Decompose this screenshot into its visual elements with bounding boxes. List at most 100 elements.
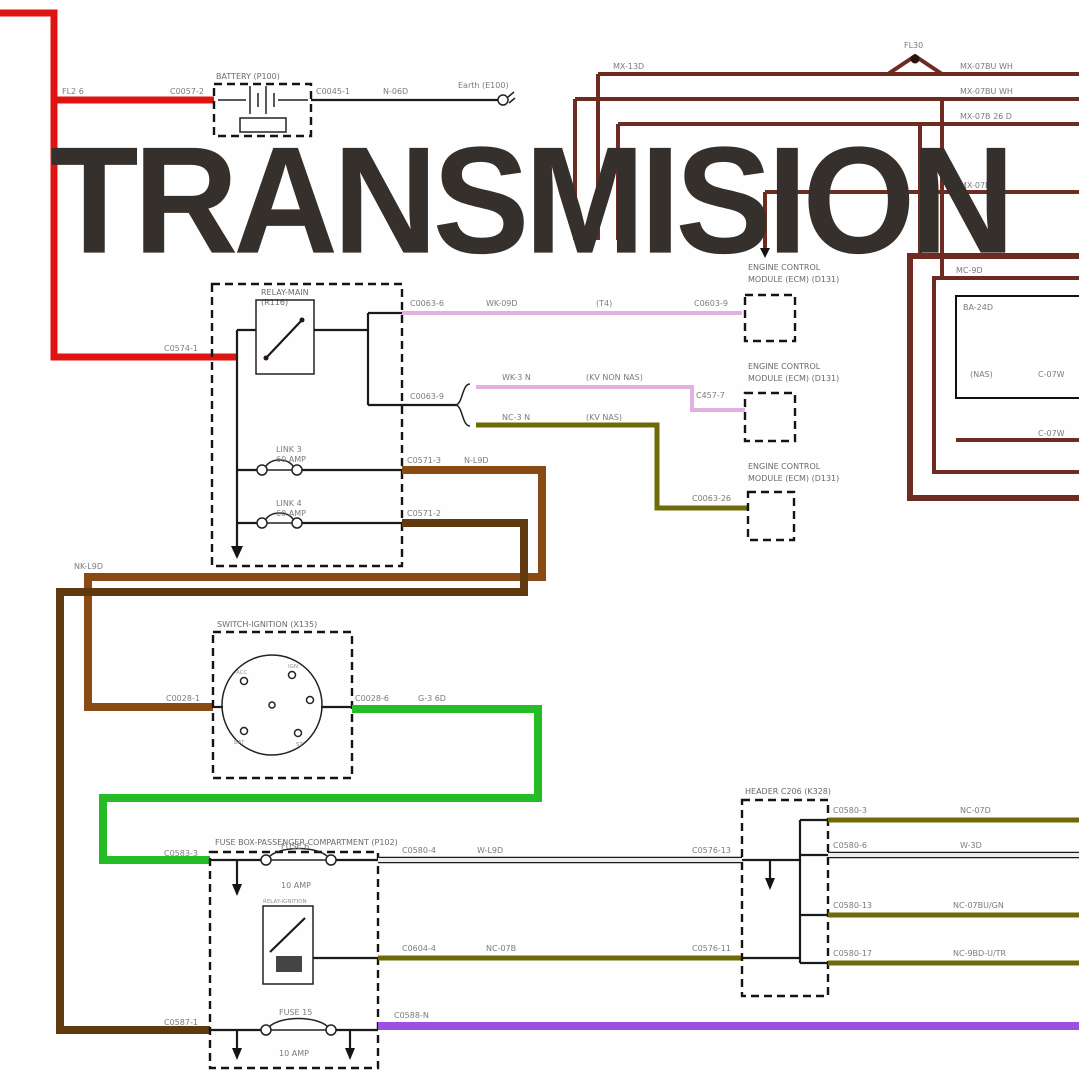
ecm-signal-wires: C0063-6 WK-09D (T4) C0603-9 C0063-9 WK-3…	[402, 299, 748, 511]
label-term-bat: BAT	[234, 740, 245, 746]
int-relay-blade	[269, 917, 306, 953]
label-term-ign: IGN	[288, 664, 298, 670]
ignition-term-5	[239, 726, 249, 736]
label-fusebox-conn-top: C0583-3	[164, 849, 198, 858]
label-term-acc: ACC	[236, 670, 248, 676]
label-hout4-wire: NC-9BD-U/TR	[953, 949, 1007, 958]
brown-wire-ignition	[84, 466, 546, 711]
fuse6-terminal-2	[325, 854, 337, 866]
label-relay-wire: NC-07B	[486, 944, 516, 953]
olive-wire-ecm	[476, 422, 748, 511]
label-brancha-wire: WK-3 N	[502, 373, 531, 382]
ignition-term-1	[239, 676, 249, 686]
label-battery-conn-left: C0057-2	[170, 87, 204, 96]
label-term-st: ST	[296, 742, 303, 748]
label-fuse6-wire: W-L9D	[477, 846, 503, 855]
label-hout1-wire: NC-07D	[960, 806, 991, 815]
label-relay-main-1: RELAY-MAIN	[261, 288, 309, 297]
label-link3-wire: N-L9D	[464, 456, 489, 465]
label-hout3-conn: C0580-13	[833, 901, 872, 910]
relay-main-box: RELAY-MAIN (R116) C0574-1 LINK 3 60 AMP …	[164, 282, 404, 568]
fuse15-loop	[269, 1017, 328, 1027]
label-link4-wire: NK-L9D	[74, 562, 103, 571]
label-ecm1-line1: ENGINE CONTROL	[748, 263, 821, 272]
top-right-harness: FL30 MX-13D MX-07BU WH MX-07BU WH MX-07B…	[573, 41, 1079, 501]
label-out1-note: (T4)	[596, 299, 612, 308]
label-out2-conn: C0063-9	[410, 392, 444, 401]
label-fuse6-rating: 10 AMP	[281, 881, 311, 890]
label-mx13d: MX-13D	[613, 62, 644, 71]
relay-contact-1	[263, 355, 269, 361]
green-wire	[99, 705, 542, 864]
label-ignition-conn-right: C0028-6	[355, 694, 389, 703]
label-branchb-toconn: C0063-26	[692, 494, 731, 503]
red-wire-main	[0, 9, 237, 361]
label-fusebox-conn-bottom: C0587-1	[164, 1018, 198, 1027]
label-brancha-note: (KV NON NAS)	[586, 373, 643, 382]
label-fusebox-name: FUSE BOX-PASSENGER COMPARTMENT (P102)	[215, 838, 398, 847]
earth-symbol-icon	[497, 94, 509, 106]
header-outline	[740, 798, 830, 998]
label-fusible-link: FL2 6	[62, 87, 84, 96]
battery-cell-block	[239, 117, 287, 133]
label-earth-wire: N-06D	[383, 87, 408, 96]
ecm1-outline	[743, 293, 797, 343]
ignition-switch-box: SWITCH-IGNITION (X135) C0028-1 C0028-6 G…	[166, 620, 446, 780]
label-fuse15-conn: C0588-N	[394, 1011, 429, 1020]
pink-wire-2	[476, 385, 745, 412]
ecm-boxes: ENGINE CONTROL MODULE (ECM) (D131) ENGIN…	[743, 263, 839, 542]
harness-inner-box	[932, 276, 1079, 474]
label-edge-wire-2: C-07W	[1038, 429, 1065, 438]
ignition-term-4	[293, 728, 303, 738]
label-ignition-name: SWITCH-IGNITION (X135)	[217, 620, 317, 629]
header-output-wires: C0580-3 NC-07D C0580-6 W-3D C0580-13 NC-…	[828, 806, 1079, 966]
relay-switch-blade	[265, 319, 303, 359]
junction-dot-icon	[910, 54, 920, 64]
ignition-outline	[211, 630, 354, 780]
ecm3-outline	[746, 490, 796, 542]
label-mx-wire-3: MX-07B 26 D	[960, 112, 1012, 121]
label-hout1-conn: C0580-3	[833, 806, 867, 815]
label-header-name: HEADER C206 (K328)	[745, 787, 831, 796]
label-relay-conn: C0604-4	[402, 944, 436, 953]
battery-box: BATTERY (P100) C0057-2 C0045-1	[170, 72, 350, 138]
ignition-center	[268, 701, 276, 709]
earth-hatch-1	[507, 91, 515, 98]
label-out1-toconn: C0603-9	[694, 299, 728, 308]
link4-terminal-2	[291, 517, 303, 529]
watermark-title: TRANSMISION	[50, 115, 1015, 286]
label-link4: LINK 4	[276, 499, 302, 508]
label-ecm1-line2: MODULE (ECM) (D131)	[748, 275, 839, 284]
label-fuse6-toconn: C0576-13	[692, 846, 731, 855]
label-fuse6-conn: C0580-4	[402, 846, 436, 855]
label-relay-main-2: (R116)	[261, 298, 288, 307]
branch-brace-icon	[453, 383, 471, 427]
battery-feed-red: FL2 6	[0, 9, 237, 361]
label-earth-point: Earth (E100)	[458, 81, 509, 90]
label-fuse15: FUSE 15	[279, 1008, 312, 1017]
fuse6-loop	[269, 847, 328, 857]
label-link4-rating: 60 AMP	[276, 509, 306, 518]
label-battery-name: BATTERY (P100)	[216, 72, 280, 81]
label-link4-conn: C0571-2	[407, 509, 441, 518]
label-branchb-wire: NC-3 N	[502, 413, 530, 422]
arrow-down-icon	[760, 248, 770, 258]
link3-terminal-1	[256, 464, 268, 476]
ground-arrow-icon	[231, 546, 243, 559]
label-nas: (NAS)	[970, 370, 993, 379]
label-link3-conn: C0571-3	[407, 456, 441, 465]
label-ecm3-line2: MODULE (ECM) (D131)	[748, 474, 839, 483]
label-ba24d: BA-24D	[963, 303, 993, 312]
nas-box	[955, 295, 1079, 399]
label-relay-conn-left: C0574-1	[164, 344, 198, 353]
label-out1-conn: C0063-6	[410, 299, 444, 308]
label-mx-wire-2: MX-07BU WH	[960, 87, 1013, 96]
ground-arrow-icon	[232, 884, 242, 896]
label-ignition-wire: G-3 6D	[418, 694, 446, 703]
link3-terminal-2	[291, 464, 303, 476]
label-mx-wire-1: MX-07BU WH	[960, 62, 1013, 71]
relay-contact-2	[299, 317, 305, 323]
battery-earth-wire: N-06D Earth (E100)	[311, 81, 516, 106]
label-branchb-note: (KV NAS)	[586, 413, 622, 422]
